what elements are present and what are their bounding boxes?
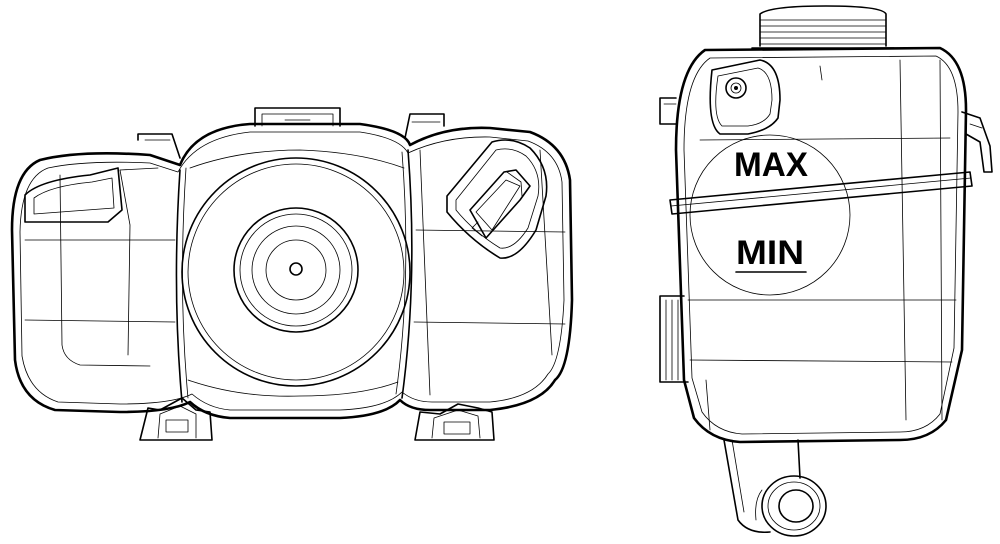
bleed-screw (709, 59, 781, 135)
top-clip-left (137, 133, 181, 159)
level-disc (689, 134, 851, 296)
tank-top-outline (10, 122, 574, 420)
threaded-neck (751, 5, 895, 49)
top-clip-right (404, 113, 445, 139)
retaining-strap (669, 171, 973, 215)
tank-side-outline (674, 46, 968, 444)
cap-center-dot (289, 262, 303, 276)
tank-top-view (10, 107, 574, 441)
outlet-pipe (723, 439, 827, 537)
side-hook (961, 111, 993, 173)
tank-side-view: MAX MIN (659, 5, 993, 537)
filler-cap-outer (181, 157, 411, 387)
left-lobe-channel (24, 167, 123, 223)
top-tab (254, 107, 341, 127)
max-level-label: MAX (734, 146, 808, 184)
filler-cap-ring (233, 207, 359, 333)
side-tab-upper (659, 97, 677, 125)
bottom-bracket-right (414, 403, 495, 441)
bottom-bracket-left (139, 397, 213, 441)
min-level-label: MIN (736, 234, 804, 272)
hose-connector (446, 139, 548, 259)
side-tab-lower (659, 295, 689, 383)
